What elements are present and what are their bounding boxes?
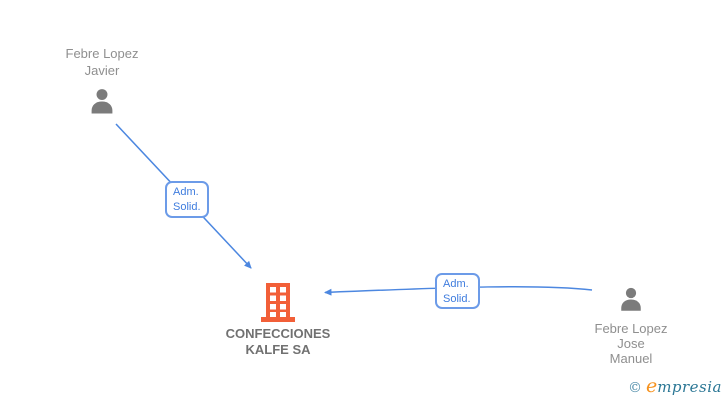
company-name: CONFECCIONES KALFE SA	[225, 326, 331, 357]
empresia-watermark[interactable]: ©empresia	[628, 375, 722, 397]
building-icon	[261, 283, 295, 322]
person-name: Febre Lopez Jose Manuel	[594, 321, 668, 366]
edge-label-adm-solid-1: Adm. Solid.	[165, 181, 209, 218]
person-name: Febre Lopez Javier	[65, 46, 139, 78]
person-icon	[91, 89, 113, 114]
person-icon	[621, 287, 641, 311]
edge-line-josemanuel-to-company	[324, 285, 593, 296]
company-node-confecciones-kalfe-sa[interactable]: CONFECCIONES KALFE SA	[208, 281, 348, 358]
brand-text: mpresia	[657, 378, 722, 396]
person-node-febre-lopez-javier[interactable]: Febre Lopez Javier	[32, 45, 172, 118]
brand-initial: e	[645, 375, 658, 397]
edge-label-adm-solid-2: Adm. Solid.	[435, 273, 480, 309]
copyright-icon: ©	[627, 380, 642, 396]
person-node-febre-lopez-jose-manuel[interactable]: Febre Lopez Jose Manuel	[561, 285, 701, 366]
